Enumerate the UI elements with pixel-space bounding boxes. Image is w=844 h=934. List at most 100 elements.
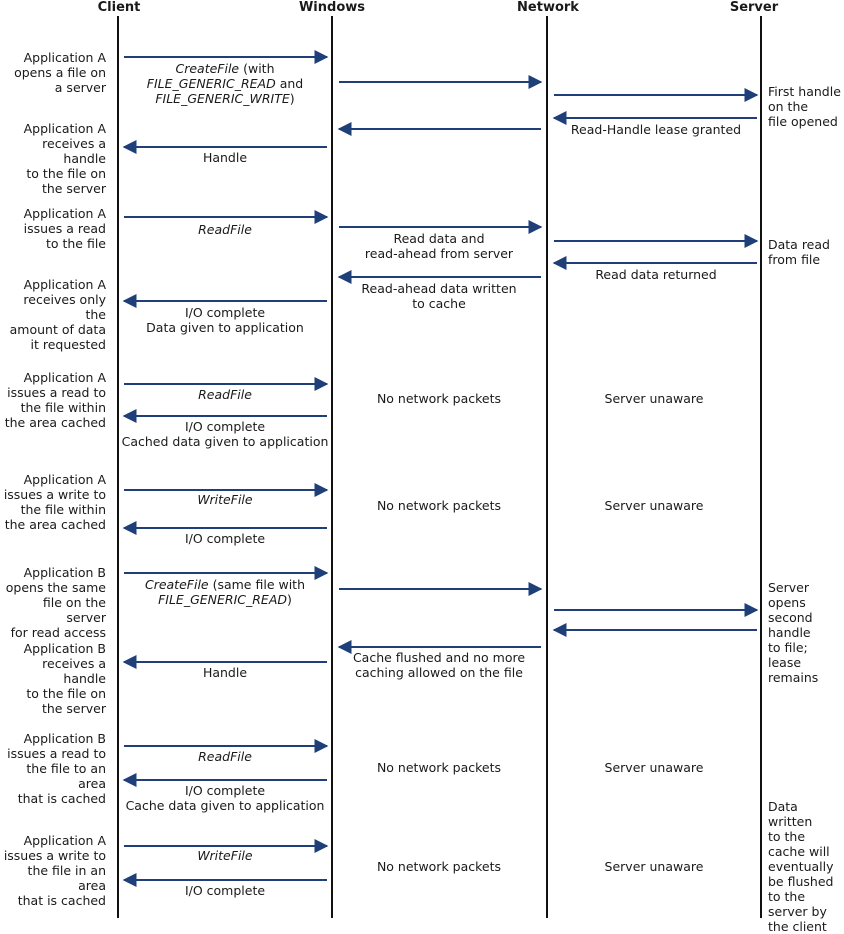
client-note-line: Application B bbox=[23, 641, 106, 656]
call-text: (same file with bbox=[208, 577, 306, 592]
client-note-line: amount of data bbox=[9, 322, 106, 337]
server-unaware-1: Server unaware bbox=[604, 391, 704, 406]
client-note-line: opens a file on bbox=[14, 65, 106, 80]
lifeline-windows bbox=[331, 16, 333, 918]
server-note-line: second bbox=[768, 610, 813, 625]
label-line: I/O complete bbox=[184, 783, 266, 798]
server-note-line: eventually bbox=[768, 859, 834, 874]
flag-generic-read: FILE_GENERIC_READ bbox=[146, 76, 276, 91]
server-note-line: to the bbox=[768, 829, 806, 844]
read-file-label-2: ReadFile bbox=[198, 387, 252, 402]
write-file-label-1: WriteFile bbox=[197, 492, 253, 507]
client-note-line: it requested bbox=[30, 337, 107, 352]
server-note-line: Data written bbox=[768, 799, 813, 829]
server-note-3: Data read from file bbox=[768, 237, 842, 267]
client-note-line: the area cached bbox=[4, 517, 106, 532]
header-server: Server bbox=[729, 0, 779, 15]
label-line: caching allowed on the file bbox=[355, 665, 523, 680]
client-note-line: for read access bbox=[10, 625, 106, 640]
create-file-call-1: CreateFile (with FILE_GENERIC_READ and F… bbox=[125, 61, 325, 106]
no-network-packets-2: No network packets bbox=[376, 498, 502, 513]
client-note-6: Application A issues a write to the file… bbox=[2, 472, 106, 532]
server-note-line: handle bbox=[768, 625, 811, 640]
client-note-line: Application A bbox=[23, 50, 106, 65]
client-note-10: Application A issues a write to the file… bbox=[2, 833, 106, 908]
server-note-line: Data read bbox=[768, 237, 830, 252]
io-complete-label-3: I/O complete bbox=[184, 531, 266, 546]
label-line: Data given to application bbox=[146, 320, 304, 335]
client-note-line: the file in an area bbox=[27, 863, 106, 893]
client-note-line: issues a write to bbox=[3, 487, 106, 502]
label-line: I/O complete bbox=[184, 305, 266, 320]
create-file-call-2: CreateFile (same file with FILE_GENERIC_… bbox=[125, 577, 325, 607]
server-note-line: from file bbox=[768, 252, 821, 267]
no-network-packets-4: No network packets bbox=[376, 859, 502, 874]
client-note-line: a server bbox=[54, 80, 106, 95]
client-note-line: opens the same bbox=[5, 580, 106, 595]
label-line: read-ahead from server bbox=[364, 246, 514, 261]
call-name: CreateFile bbox=[144, 577, 209, 592]
server-note-10: Data written to the cache will eventuall… bbox=[768, 799, 842, 934]
handle-label-1: Handle bbox=[202, 150, 248, 165]
header-network: Network bbox=[517, 0, 579, 15]
server-unaware-3: Server unaware bbox=[604, 760, 704, 775]
server-note-line: opens bbox=[768, 595, 806, 610]
client-note-line: issues a read bbox=[23, 221, 106, 236]
client-note-line: receives only the bbox=[23, 292, 106, 322]
io-complete-label-5: I/O complete bbox=[184, 883, 266, 898]
io-complete-label-4: I/O complete Cache data given to applica… bbox=[118, 783, 332, 813]
client-note-line: issues a read to bbox=[7, 385, 106, 400]
cache-flushed-label: Cache flushed and no more caching allowe… bbox=[333, 650, 545, 680]
client-note-line: receives a handle bbox=[42, 136, 106, 166]
client-note-4: Application A receives only the amount o… bbox=[2, 277, 106, 352]
flag-generic-write: FILE_GENERIC_WRITE bbox=[155, 91, 290, 106]
server-note-7: Server opens second handle to file; leas… bbox=[768, 580, 842, 685]
label-line: I/O complete bbox=[184, 419, 266, 434]
server-note-line: to the bbox=[768, 889, 806, 904]
server-note-line: on the bbox=[768, 99, 809, 114]
client-note-line: the file within bbox=[20, 400, 106, 415]
client-note-line: to the file bbox=[45, 236, 106, 251]
client-note-line: Application B bbox=[23, 565, 106, 580]
write-file-label-2: WriteFile bbox=[197, 848, 253, 863]
client-note-9: Application B issues a read to the file … bbox=[2, 731, 106, 806]
label-line: Read data and bbox=[393, 231, 485, 246]
call-name: CreateFile bbox=[175, 61, 240, 76]
client-note-1: Application A opens a file on a server bbox=[2, 50, 106, 95]
label-line: Cache flushed and no more bbox=[352, 650, 526, 665]
label-line: Cached data given to application bbox=[121, 434, 329, 449]
client-note-7: Application B opens the same file on the… bbox=[2, 565, 106, 640]
read-ahead-request-label: Read data and read-ahead from server bbox=[333, 231, 545, 261]
call-text: ) bbox=[287, 592, 292, 607]
call-text: ) bbox=[289, 91, 295, 106]
client-note-line: that is cached bbox=[17, 893, 106, 908]
server-note-line: file opened bbox=[768, 114, 838, 129]
client-note-line: issues a write to bbox=[3, 848, 106, 863]
label-line: Read-ahead data written bbox=[361, 281, 517, 296]
server-note-line: Server bbox=[768, 580, 809, 595]
call-text: (with bbox=[239, 61, 275, 76]
client-note-line: the server bbox=[41, 701, 106, 716]
server-note-line: the client bbox=[768, 919, 827, 934]
io-complete-label-2: I/O complete Cached data given to applic… bbox=[118, 419, 332, 449]
client-note-line: the file to an area bbox=[26, 761, 106, 791]
client-note-line: Application A bbox=[23, 833, 106, 848]
server-note-line: to file; lease bbox=[768, 640, 808, 670]
call-text: and bbox=[275, 76, 304, 91]
client-note-5: Application A issues a read to the file … bbox=[2, 370, 106, 430]
no-network-packets-3: No network packets bbox=[376, 760, 502, 775]
client-note-line: the file within bbox=[20, 502, 106, 517]
client-note-line: to the file on bbox=[26, 686, 106, 701]
client-note-8: Application B receives a handle to the f… bbox=[2, 641, 106, 716]
no-network-packets-1: No network packets bbox=[376, 391, 502, 406]
server-note-line: server by bbox=[768, 904, 827, 919]
client-note-line: Application A bbox=[23, 472, 106, 487]
client-note-3: Application A issues a read to the file bbox=[2, 206, 106, 251]
client-note-line: to the file on bbox=[26, 166, 106, 181]
client-note-line: file on the server bbox=[42, 595, 106, 625]
label-line: Cache data given to application bbox=[125, 798, 325, 813]
client-note-line: the area cached bbox=[4, 415, 106, 430]
header-windows: Windows bbox=[298, 0, 366, 15]
header-client: Client bbox=[97, 0, 141, 15]
read-file-label-1: ReadFile bbox=[198, 222, 252, 237]
